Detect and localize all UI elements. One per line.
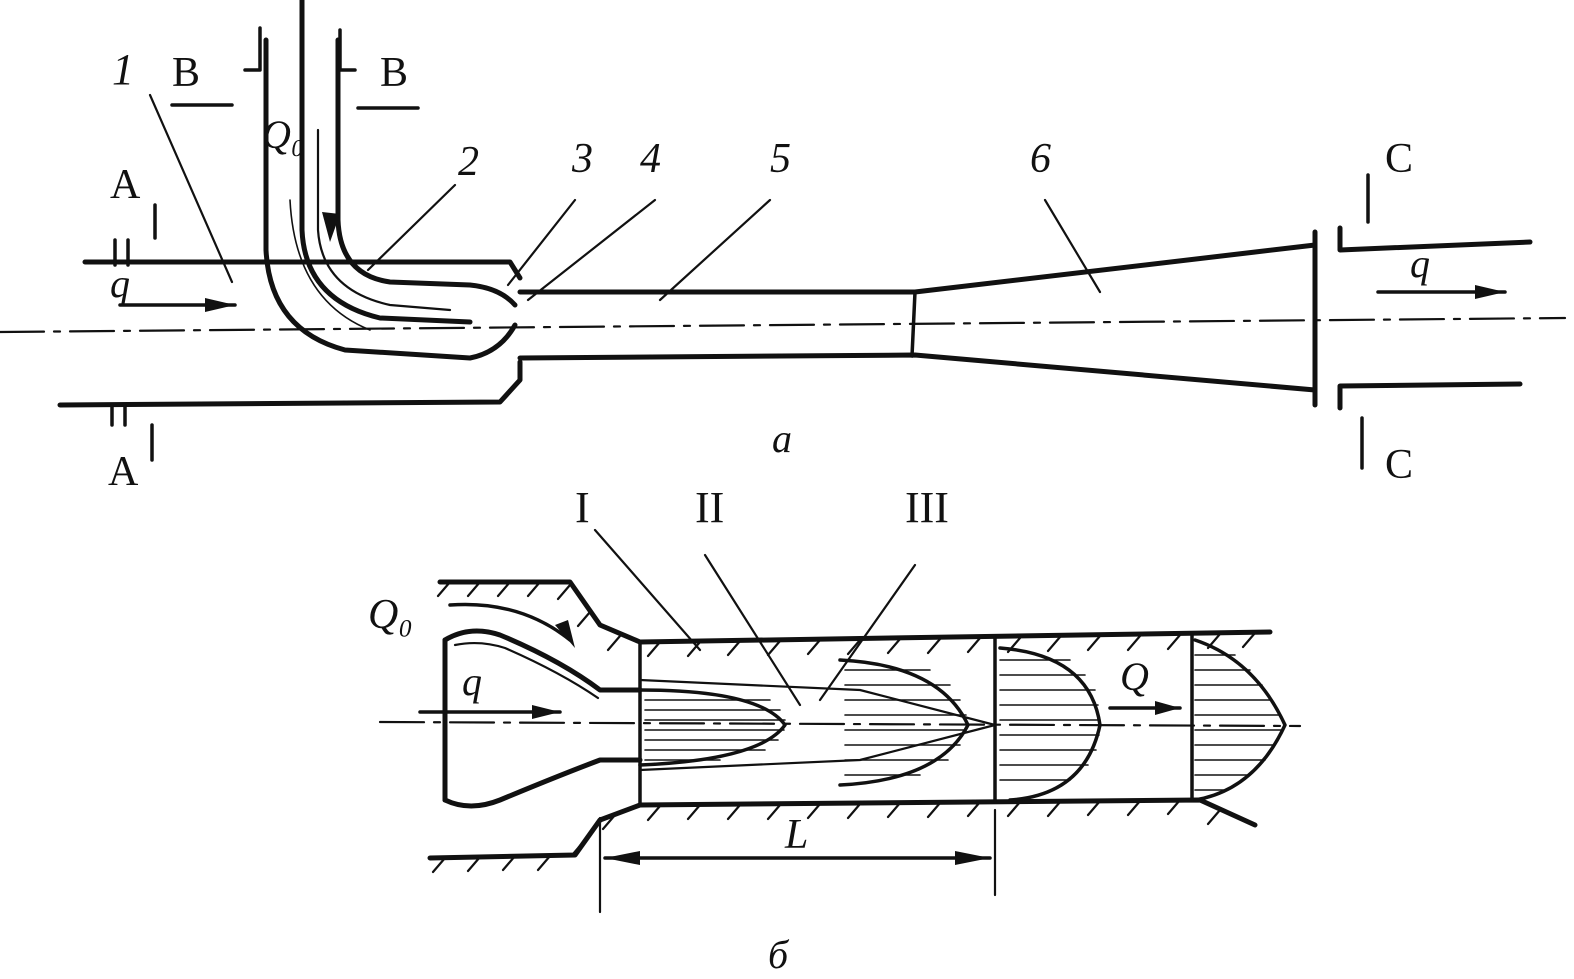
section-b-bracket-right [338, 28, 357, 72]
arrow-q-in-head [205, 298, 235, 312]
leader-1 [148, 93, 234, 284]
zone-label-III: III [905, 483, 949, 532]
velocity-profile-3 [998, 646, 1102, 802]
dim-L-arrow-right [955, 851, 990, 865]
section-b-bracket-left [243, 26, 262, 72]
leader-5 [658, 198, 772, 302]
leader-4 [526, 198, 657, 302]
nozzle-flow-streak-2 [289, 199, 371, 331]
throat-divider [910, 290, 917, 358]
velocity-profile-4 [1193, 638, 1287, 802]
mixing-boundary [638, 678, 997, 772]
zone-label-II: II [695, 483, 724, 532]
profile-hatching [644, 654, 1283, 791]
wall-bottom-b [427, 797, 1258, 861]
wall-top-b [437, 579, 1273, 645]
callout-5: 5 [770, 136, 791, 182]
mixing-chamber-top [517, 242, 1318, 295]
section-a-label-top: A [110, 162, 141, 208]
outlet-pipe-top [1337, 225, 1533, 253]
callout-4: 4 [640, 136, 661, 182]
leader-2 [366, 183, 457, 272]
nozzle-inner-streak-top [453, 641, 600, 700]
section-c-label-bottom: C [1385, 442, 1413, 488]
nozzle-flow-streak [316, 128, 452, 312]
inlet-flange-top [113, 238, 130, 267]
axis-line-a [0, 316, 1567, 334]
callout-6: 6 [1030, 136, 1051, 182]
dim-L-arrow-left [605, 851, 640, 865]
arrow-q-b-head [532, 705, 560, 719]
diagram-b: I II III Q₀ q Q L б [368, 483, 1302, 977]
flow-q-in-label: q [110, 261, 130, 306]
flow-q0-label-b: Q₀ [368, 592, 413, 638]
axis-line-b [378, 720, 1302, 728]
inlet-flange-bottom [110, 403, 127, 427]
arrow-q-out-head [1475, 285, 1505, 299]
callout-3: 3 [571, 136, 593, 182]
zone-leader-I [593, 528, 702, 652]
flow-q-label-b: q [462, 659, 482, 704]
nozzle-inner-wall-2 [335, 37, 518, 308]
mixing-chamber-bottom [517, 352, 1318, 393]
zone-leader-III [818, 563, 917, 702]
caption-b: б [768, 932, 790, 977]
velocity-profile-2 [838, 658, 970, 787]
flow-q-out-label: q [1410, 241, 1430, 286]
leader-6 [1043, 198, 1102, 294]
q0-stream-b [448, 602, 572, 642]
flow-q0-label-a: Q₀ [262, 112, 305, 157]
leader-3 [506, 198, 577, 287]
section-c-label-top: C [1385, 136, 1413, 182]
velocity-profile-1 [638, 688, 787, 767]
outlet-pipe-bottom [1337, 381, 1523, 411]
section-b-label-left: B [172, 50, 200, 96]
nozzle-inner-wall-1 [299, 0, 473, 325]
flow-Q-label-b: Q [1120, 654, 1149, 699]
zone-leader-II [703, 553, 802, 707]
nozzle-wall-top-b [442, 628, 643, 693]
section-b-label-right: B [380, 50, 408, 96]
q0-stream-head-b [555, 620, 575, 648]
callout-1: 1 [112, 45, 134, 94]
arrow-q0-head [322, 212, 340, 242]
outer-bottom-wall [57, 359, 523, 408]
wall-hatching [431, 580, 1257, 874]
nozzle-outer-wall [263, 37, 518, 361]
nozzle-wall-bottom-b [442, 757, 643, 809]
zone-label-I: I [575, 483, 590, 532]
callout-2: 2 [458, 139, 479, 185]
caption-a: a [772, 416, 792, 461]
dimension-L-label: L [784, 812, 808, 858]
diagram-a: 1 B B Q₀ 2 3 4 5 6 A A q q C C a [0, 0, 1567, 495]
section-a-label-bottom: A [108, 449, 139, 495]
arrow-Q-b-head [1155, 701, 1180, 715]
